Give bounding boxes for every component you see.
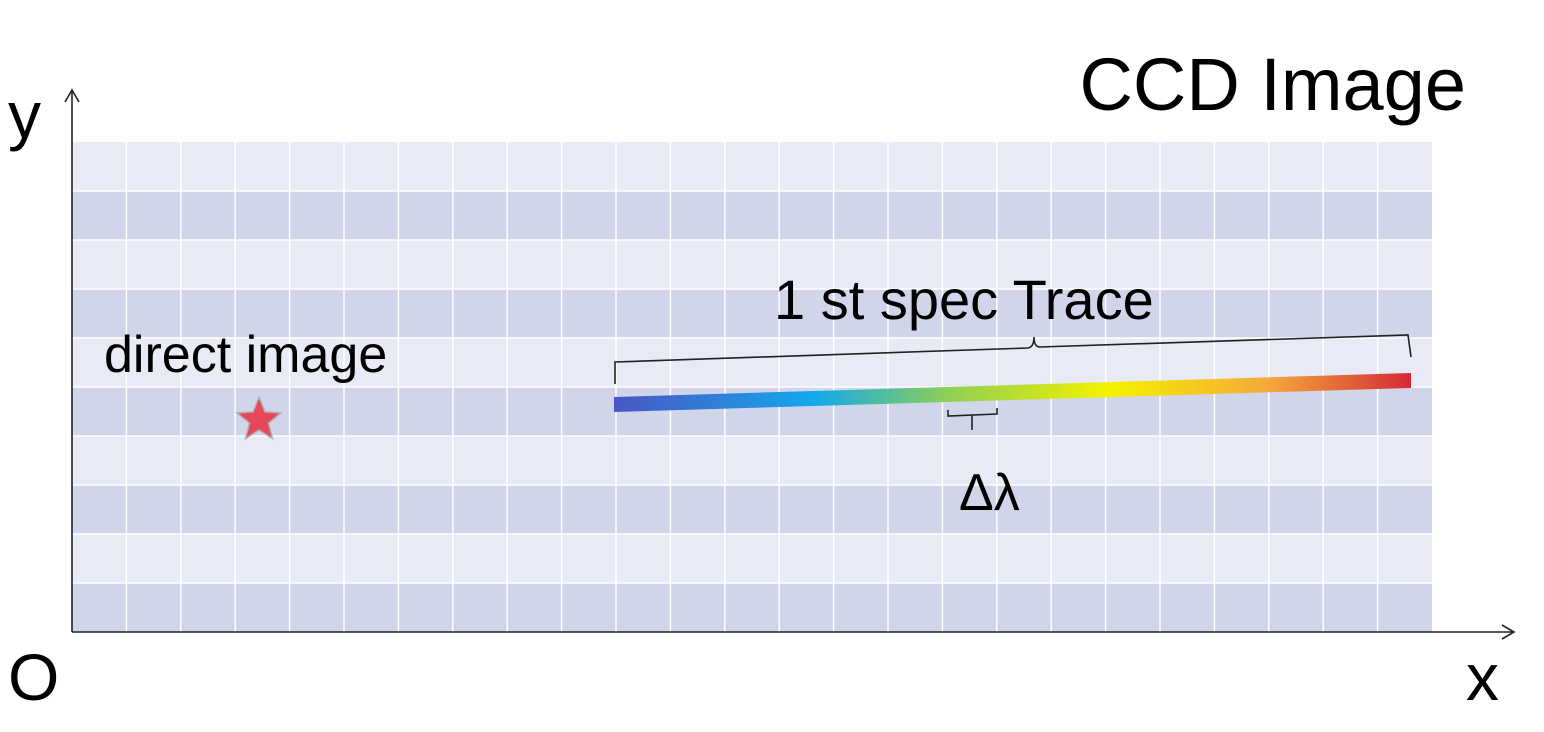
spectrum-trace	[614, 373, 1411, 412]
y-axis-label: y	[8, 78, 41, 152]
direct-image-label: direct image	[104, 326, 387, 384]
star-icon	[235, 394, 283, 441]
ccd-row-band	[72, 338, 1432, 387]
ccd-row-band	[72, 240, 1432, 289]
x-axis-label: x	[1466, 640, 1499, 714]
trace-brace	[614, 334, 1412, 384]
delta-lambda-bracket	[947, 408, 998, 430]
ccd-row-band	[72, 534, 1432, 583]
ccd-pixel-grid	[72, 142, 1432, 632]
origin-label: O	[8, 640, 59, 714]
diagram-title: CCD Image	[1079, 43, 1466, 126]
trace-label: 1 st spec Trace	[774, 268, 1154, 331]
ccd-row-band	[72, 436, 1432, 485]
ccd-row-band	[72, 191, 1432, 240]
ccd-row-band	[72, 583, 1432, 632]
ccd-row-band	[72, 142, 1432, 191]
y-axis-arrowhead	[64, 88, 80, 103]
x-axis-arrowhead	[1501, 624, 1516, 640]
ccd-row-band	[72, 289, 1432, 338]
axes	[64, 88, 1516, 640]
ccd-row-band	[72, 485, 1432, 534]
delta-lambda-label: Δλ	[959, 464, 1020, 522]
